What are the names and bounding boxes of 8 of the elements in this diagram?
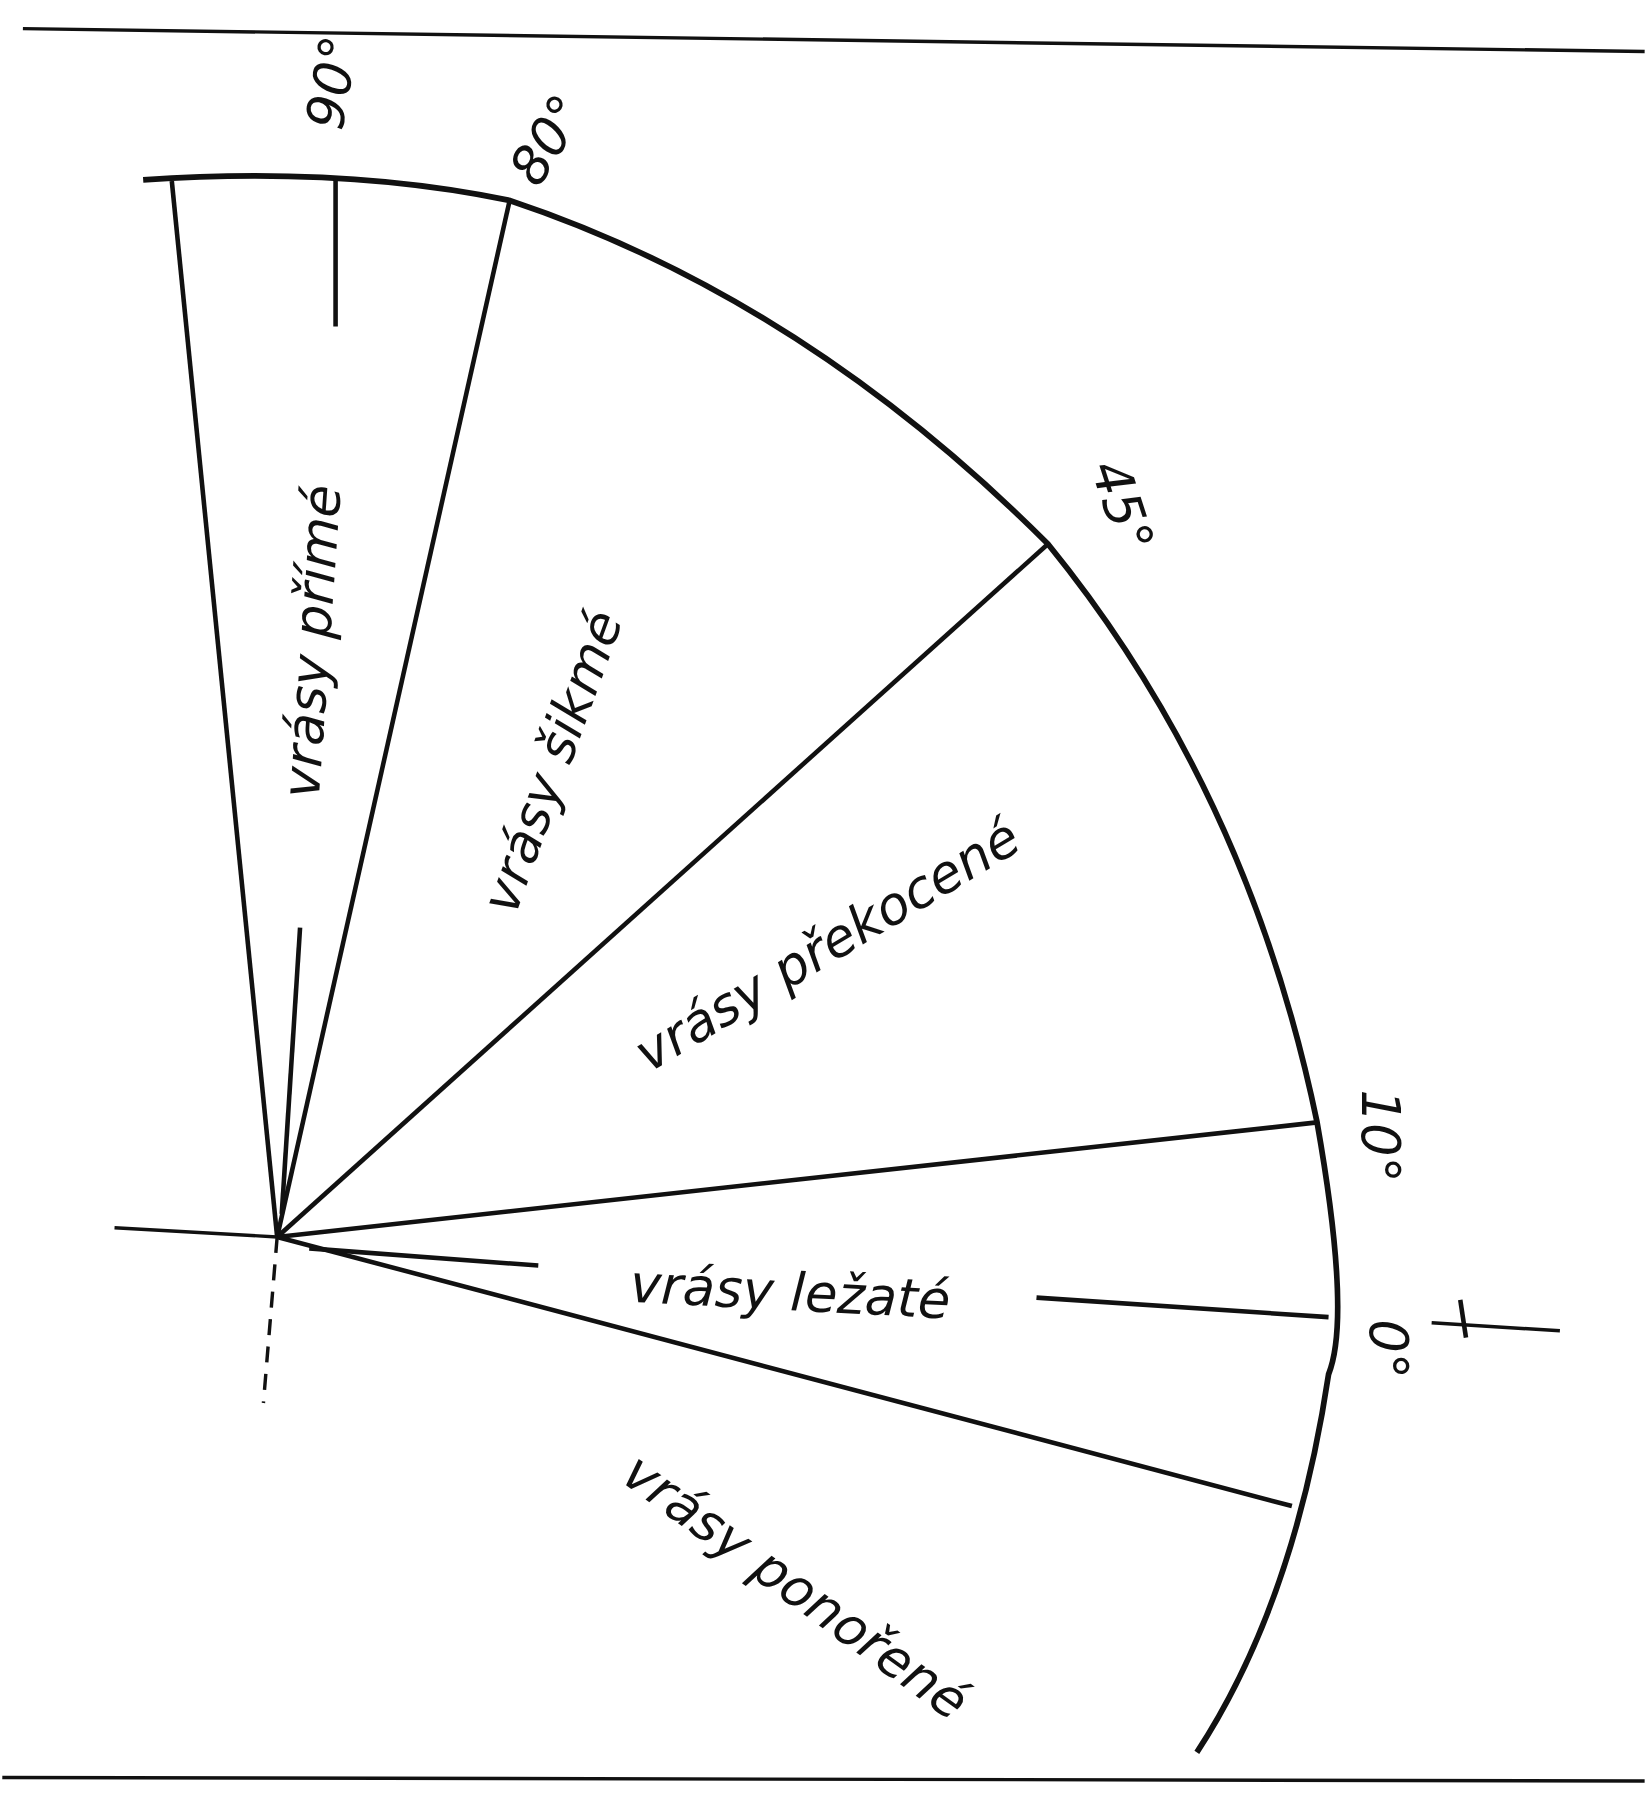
angle-label: 80° bbox=[500, 86, 595, 194]
angle-label: 90° bbox=[298, 31, 367, 133]
angle-label: 10° bbox=[1353, 1089, 1407, 1183]
angle-label: 45° bbox=[1082, 453, 1162, 559]
angle-label: 0° bbox=[1361, 1319, 1415, 1380]
fold-type-label: vrásy ležaté bbox=[628, 1257, 952, 1327]
fold-type-label: vrásy přímé bbox=[274, 482, 349, 800]
fold-type-label: vrásy šikmé bbox=[473, 603, 631, 920]
